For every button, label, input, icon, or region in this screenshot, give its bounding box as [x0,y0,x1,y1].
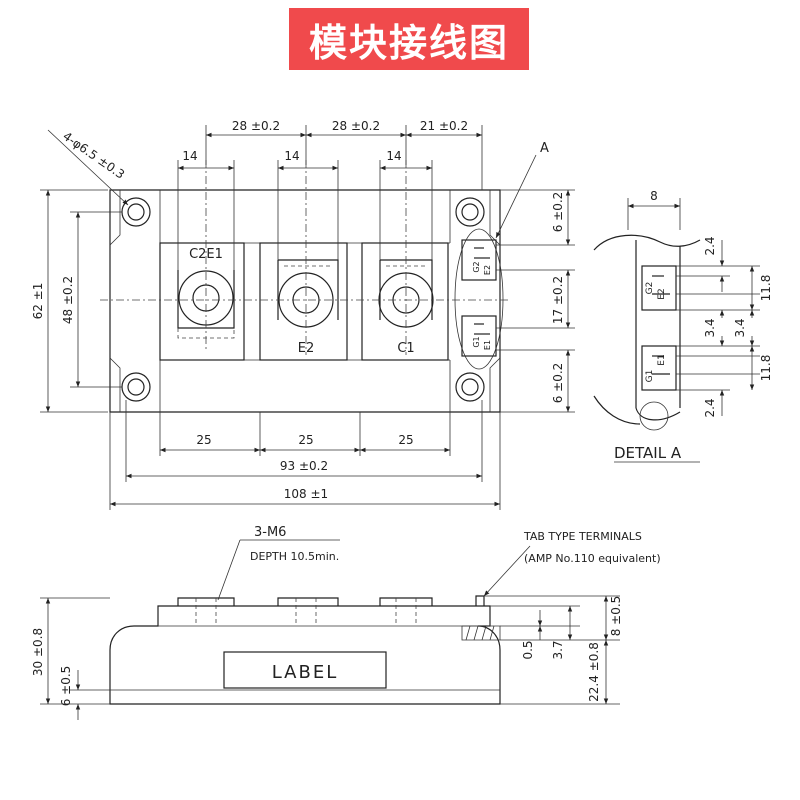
detail-dim-8: 8 [650,189,658,203]
detail-aux-terminal-top [641,265,677,311]
top-view: G2 E2 G1 E1 C2E1 E2 C1 28 ±0.2 28 ±0.2 2… [31,119,575,510]
mounting-hole [455,372,485,402]
dim-48: 48 ±0.2 [61,276,75,324]
detail-dim-3-4-right: 3.4 [733,318,747,337]
dim-108: 108 ±1 [284,487,328,501]
detail-dim-2-4-top: 2.4 [703,236,717,255]
tab-note-sub: (AMP No.110 equivalent) [524,552,661,565]
page-title: 模块接线图 [308,20,509,65]
screw-note: 3-M6 [254,525,286,540]
depth-note: DEPTH 10.5min. [250,550,339,563]
dim-14-b: 14 [284,149,299,163]
detail-a: 8 G2 E2 E1 G1 2.4 3.4 2.4 11.8 [593,189,773,463]
module-outline [109,189,501,413]
callout-a: A [540,141,549,156]
dim-right-6-b: 6 ±0.2 [551,363,565,404]
dim-93: 93 ±0.2 [280,459,328,473]
dim-14-c: 14 [386,149,401,163]
aux-label-e1: E1 [483,340,492,350]
aux-terminal-g1-e1 [461,315,497,357]
mounting-hole [455,197,485,227]
side-view: LABEL 3-M6 DEPTH 10.5min. 30 ±0.8 6 ±0.5… [31,525,661,720]
dim-right-17: 17 ±0.2 [551,276,565,324]
detail-label-e1: E1 [657,354,667,365]
dim-top-28-a: 28 ±0.2 [232,119,280,133]
terminal-pad-e2 [259,242,348,361]
label-box [223,651,387,689]
dim-62: 62 ±1 [31,283,45,320]
detail-dim-2-4-bottom: 2.4 [703,398,717,417]
dim-30: 30 ±0.8 [31,628,45,676]
dim-tab-3-7: 3.7 [551,640,565,659]
detail-dim-11-8-top: 11.8 [759,275,773,302]
tab-note-title: TAB TYPE TERMINALS [523,530,642,543]
dim-right-6-a: 6 ±0.2 [551,192,565,233]
terminal-label-c2e1: C2E1 [189,247,223,262]
label-text: LABEL [272,662,339,683]
detail-a-title: DETAIL A [614,444,682,462]
terminal-pad-c2e1 [159,242,245,361]
dim-6: 6 ±0.5 [59,666,73,707]
aux-label-g2: G2 [472,261,481,272]
dim-25-b: 25 [298,433,313,447]
side-body-outline [109,605,501,705]
title-banner: 模块接线图 [289,8,529,70]
aux-label-e2: E2 [483,265,492,275]
mounting-hole [121,197,151,227]
terminal-label-e2: E2 [298,341,315,356]
dim-top-21: 21 ±0.2 [420,119,468,133]
dim-14-a: 14 [182,149,197,163]
detail-dim-3-4-left: 3.4 [703,318,717,337]
hole-note: 4-φ6.5 ±0.3 [60,129,127,182]
dim-tab-8: 8 ±0.5 [609,596,623,637]
detail-aux-terminal-bottom [641,345,677,391]
detail-callout-ellipse [454,228,504,370]
dim-tab-0-5: 0.5 [521,640,535,659]
detail-label-g1: G1 [645,370,655,383]
mounting-hole [121,372,151,402]
dim-top-28-b: 28 ±0.2 [332,119,380,133]
aux-terminal-g2-e2 [461,239,497,281]
dim-25-c: 25 [398,433,413,447]
aux-label-g1: G1 [472,336,481,347]
dim-tab-22-4: 22.4 ±0.8 [587,642,601,702]
dim-25-a: 25 [196,433,211,447]
terminal-pad-c1 [361,242,449,361]
detail-label-g2: G2 [645,282,655,295]
detail-label-e2: E2 [657,288,667,299]
terminal-label-c1: C1 [397,341,414,356]
detail-dim-11-8-bottom: 11.8 [759,355,773,382]
